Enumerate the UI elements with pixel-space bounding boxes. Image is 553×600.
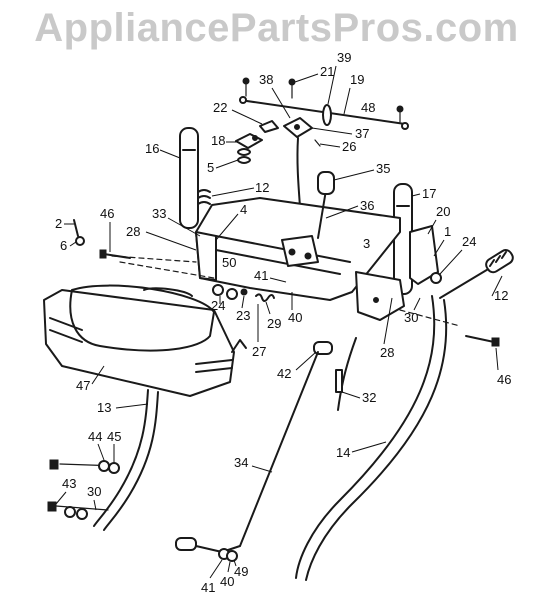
- callout-2: 2: [55, 216, 62, 231]
- callout-1: 1: [444, 224, 451, 239]
- callouts: 39 21 19 38 48 22 18 37 26 16 5 35 12 17…: [55, 50, 511, 595]
- callout-49: 49: [234, 564, 248, 579]
- callout-28: 28: [126, 224, 140, 239]
- callout-18: 18: [211, 133, 225, 148]
- callout-41: 41: [201, 580, 215, 595]
- callout-43: 43: [62, 476, 76, 491]
- callout-33: 33: [152, 206, 166, 221]
- callout-23: 23: [236, 308, 250, 323]
- callout-34: 34: [234, 455, 248, 470]
- callout-45: 45: [107, 429, 121, 444]
- callout-39: 39: [337, 50, 351, 65]
- callout-16: 16: [145, 141, 159, 156]
- callout-27: 27: [252, 344, 266, 359]
- callout-30: 30: [404, 310, 418, 325]
- main-frame: [195, 171, 442, 321]
- callout-12: 12: [494, 288, 508, 303]
- callout-50: 50: [222, 255, 236, 270]
- callout-19: 19: [350, 72, 364, 87]
- callout-26: 26: [342, 139, 356, 154]
- watermark: AppliancePartsPros.com: [34, 6, 519, 50]
- callout-42: 42: [277, 366, 291, 381]
- callout-36: 36: [360, 198, 374, 213]
- callout-24: 24: [211, 298, 225, 313]
- callout-32: 32: [362, 390, 376, 405]
- lever-linkage: [175, 337, 357, 562]
- callout-12: 12: [255, 180, 269, 195]
- callout-30: 30: [87, 484, 101, 499]
- callout-4: 4: [240, 202, 247, 217]
- callout-17: 17: [422, 186, 436, 201]
- callout-21: 21: [320, 64, 334, 79]
- callout-28: 28: [380, 345, 394, 360]
- callout-40: 40: [288, 310, 302, 325]
- callout-37: 37: [355, 126, 369, 141]
- callout-48: 48: [361, 100, 375, 115]
- grille-housing: [43, 284, 247, 397]
- callout-47: 47: [76, 378, 90, 393]
- callout-35: 35: [376, 161, 390, 176]
- left-handle: [47, 389, 159, 531]
- callout-3: 3: [363, 236, 370, 251]
- control-rod-assembly: [235, 77, 409, 248]
- callout-24: 24: [462, 234, 476, 249]
- callout-46: 46: [497, 372, 511, 387]
- callout-40: 40: [220, 574, 234, 589]
- callout-38: 38: [259, 72, 273, 87]
- callout-44: 44: [88, 429, 102, 444]
- callout-20: 20: [436, 204, 450, 219]
- right-handle: [295, 249, 514, 581]
- callout-5: 5: [207, 160, 214, 175]
- callout-22: 22: [213, 100, 227, 115]
- callout-46: 46: [100, 206, 114, 221]
- callout-6: 6: [60, 238, 67, 253]
- callout-14: 14: [336, 445, 350, 460]
- callout-29: 29: [267, 316, 281, 331]
- callout-13: 13: [97, 400, 111, 415]
- left-fasteners: [73, 219, 500, 347]
- callout-41: 41: [254, 268, 268, 283]
